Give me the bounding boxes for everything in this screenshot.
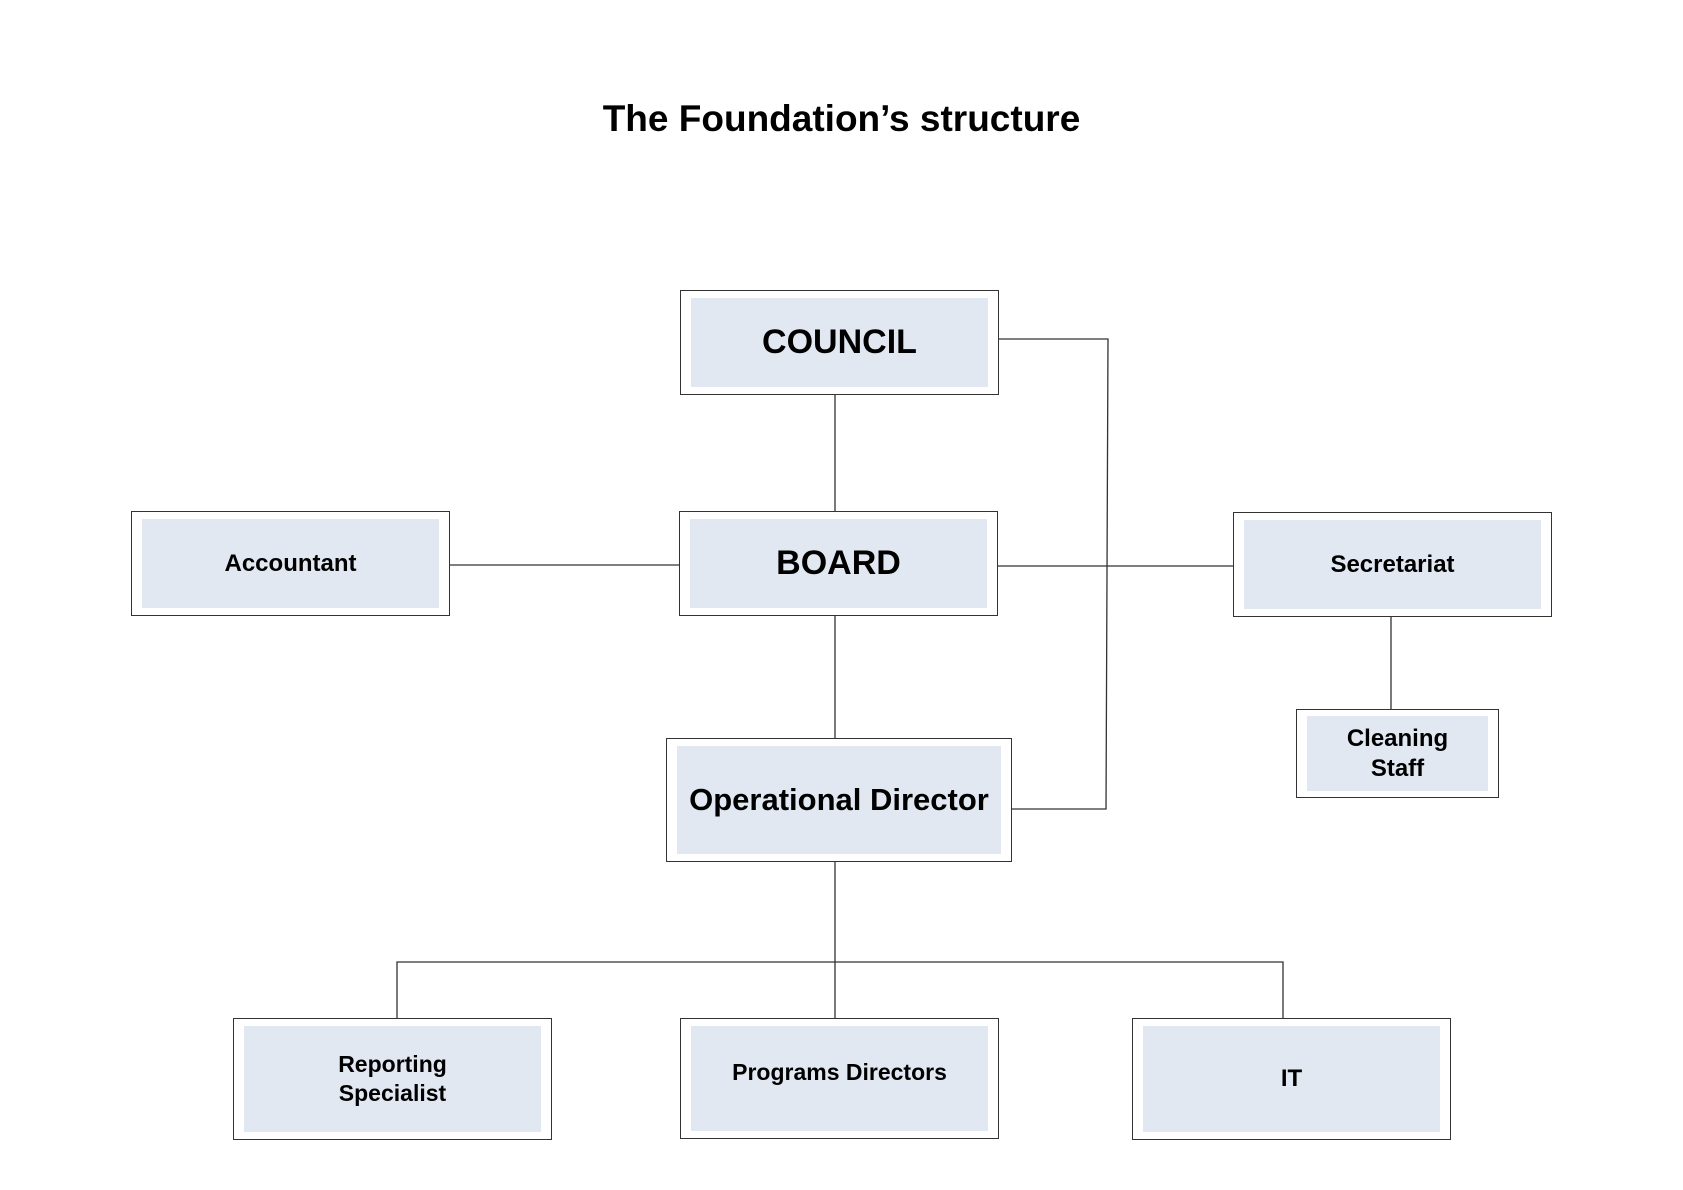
operational-director-label: Operational Director <box>677 746 1001 854</box>
it-label: IT <box>1143 1026 1440 1132</box>
accountant-box: Accountant <box>131 511 450 616</box>
council-label: COUNCIL <box>691 298 988 387</box>
secretariat-box: Secretariat <box>1233 512 1552 617</box>
board-box: BOARD <box>679 511 998 616</box>
connector-branch-bar <box>396 961 1284 1018</box>
reporting-specialist-box: Reporting Specialist <box>233 1018 552 1140</box>
diagram-title: The Foundation’s structure <box>602 98 1081 139</box>
reporting-specialist-label: Reporting Specialist <box>244 1026 541 1132</box>
cleaning-staff-label: Cleaning Staff <box>1307 716 1488 791</box>
council-box: COUNCIL <box>680 290 999 395</box>
cleaning-staff-box: Cleaning Staff <box>1296 709 1499 798</box>
it-box: IT <box>1132 1018 1451 1140</box>
programs-directors-box: Programs Directors <box>680 1018 999 1139</box>
board-label: BOARD <box>690 519 987 608</box>
connector-council-operational-director <box>998 338 1109 810</box>
programs-directors-label: Programs Directors <box>691 1026 988 1131</box>
secretariat-label: Secretariat <box>1244 520 1541 609</box>
operational-director-box: Operational Director <box>666 738 1012 862</box>
accountant-label: Accountant <box>142 519 439 608</box>
